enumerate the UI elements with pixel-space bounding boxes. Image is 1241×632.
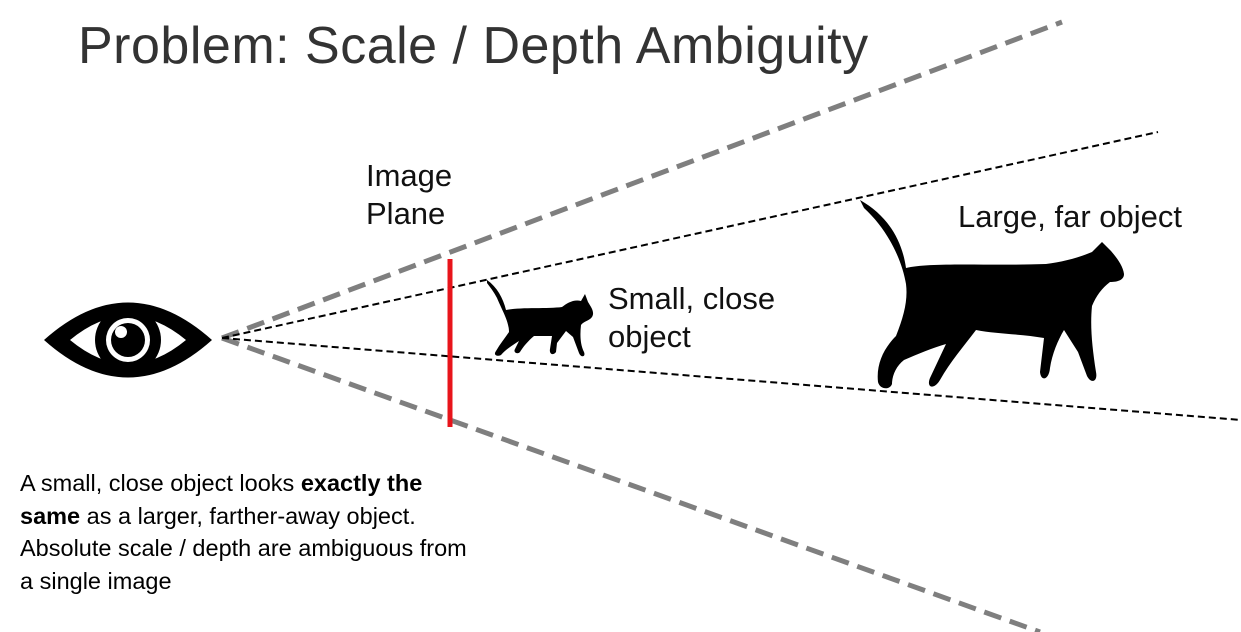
small-object-label-line1: Small, close [608,281,776,316]
frustum-lower-line [221,335,1041,632]
caption-part2: as a larger, farther-away object. Absolu… [20,502,467,594]
caption-text: A small, close object looks exactly the … [20,467,480,597]
small-object-label: Small, close object [608,280,775,356]
large-object-label: Large, far object [958,199,1183,234]
ray-lower-line [221,337,1241,421]
eye-icon [44,302,212,378]
ray-upper-line [221,131,1159,339]
image-plane-label-line2: Plane [366,196,446,231]
frustum-upper-line [221,19,1063,341]
cat-small-icon [487,280,594,357]
image-plane-label-line1: Image [366,158,453,193]
caption-bold: exactly the same [20,470,423,529]
page-title: Problem: Scale / Depth Ambiguity [78,17,869,75]
small-object-label-line2: object [608,319,691,354]
caption-part1: A small, close object looks [20,470,301,496]
image-plane-label: Image Plane [366,157,452,233]
cat-large-icon [860,200,1124,389]
